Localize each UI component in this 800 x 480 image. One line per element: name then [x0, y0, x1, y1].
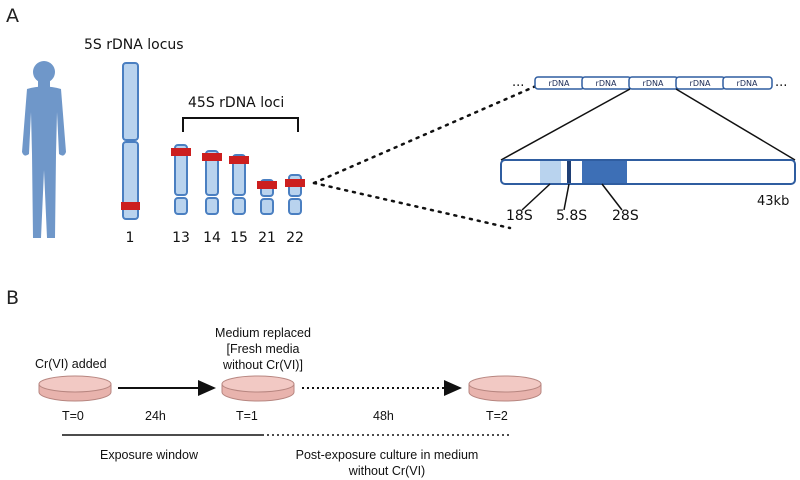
step1-label-line3: without Cr(VI)]	[222, 358, 303, 372]
gene-18s-region	[540, 161, 561, 183]
window1-label: Exposure window	[100, 448, 199, 462]
loci-45s-bracket	[182, 117, 299, 132]
chromosome-15	[229, 154, 249, 215]
rdna-band-5s	[121, 202, 140, 210]
repeat-unit-label: rDNA	[596, 79, 617, 88]
chromosome-1	[121, 62, 140, 220]
window2-label-line2: without Cr(VI)	[348, 464, 425, 478]
expansion-line-left	[500, 88, 631, 161]
t0-label: T=0	[62, 409, 84, 423]
t1-label: T=1	[236, 409, 258, 423]
locus-5s-label: 5S rDNA locus	[84, 37, 184, 53]
chromosome-21	[257, 179, 277, 215]
panel-b-letter: B	[6, 287, 19, 309]
gene-58s-region	[567, 161, 571, 183]
repeat-unit-label: rDNA	[737, 79, 758, 88]
repeat-unit-label: rDNA	[549, 79, 570, 88]
chromosome-label: 21	[258, 230, 276, 246]
step1-label-line1: Medium replaced	[215, 326, 311, 340]
gene-58s-label: 5.8S	[556, 208, 587, 224]
gene-18s-label: 18S	[506, 208, 533, 224]
chromosome-label: 13	[172, 230, 190, 246]
expansion-line-right	[675, 88, 796, 161]
culture-dish-t2	[468, 375, 542, 402]
ellipsis-right: ...	[775, 75, 787, 90]
loci-45s-label: 45S rDNA loci	[188, 95, 284, 111]
window2-label-line1: Post-exposure culture in medium	[296, 448, 479, 462]
chromosome-label: 22	[286, 230, 304, 246]
interval2-label: 48h	[373, 409, 394, 423]
chromosome-label: 1	[126, 230, 135, 246]
rdna-repeat-array	[534, 76, 773, 90]
zoom-line-upper	[312, 84, 538, 185]
interval1-label: 24h	[145, 409, 166, 423]
repeat-unit-label: rDNA	[690, 79, 711, 88]
culture-dish-t0	[38, 375, 112, 402]
chromosome-14	[202, 150, 222, 215]
culture-dish-t1	[221, 375, 295, 402]
gene-28s-label: 28S	[612, 208, 639, 224]
chromosome-label: 15	[230, 230, 248, 246]
t2-label: T=2	[486, 409, 508, 423]
repeat-unit-label: rDNA	[643, 79, 664, 88]
step0-label: Cr(VI) added	[35, 357, 107, 371]
chromosome-22	[285, 174, 305, 215]
chromosome-13	[171, 144, 191, 215]
gene-28s-region	[582, 161, 627, 183]
ellipsis-left: ...	[512, 75, 524, 90]
panel-a-letter: A	[6, 5, 19, 27]
rdna-unit-detail	[500, 159, 796, 185]
chromosome-label: 14	[203, 230, 221, 246]
human-figure-icon	[22, 61, 66, 238]
step1-label-line2: [Fresh media	[227, 342, 300, 356]
repeat-size-label: 43kb	[757, 194, 789, 209]
zoom-line-lower	[312, 181, 512, 230]
